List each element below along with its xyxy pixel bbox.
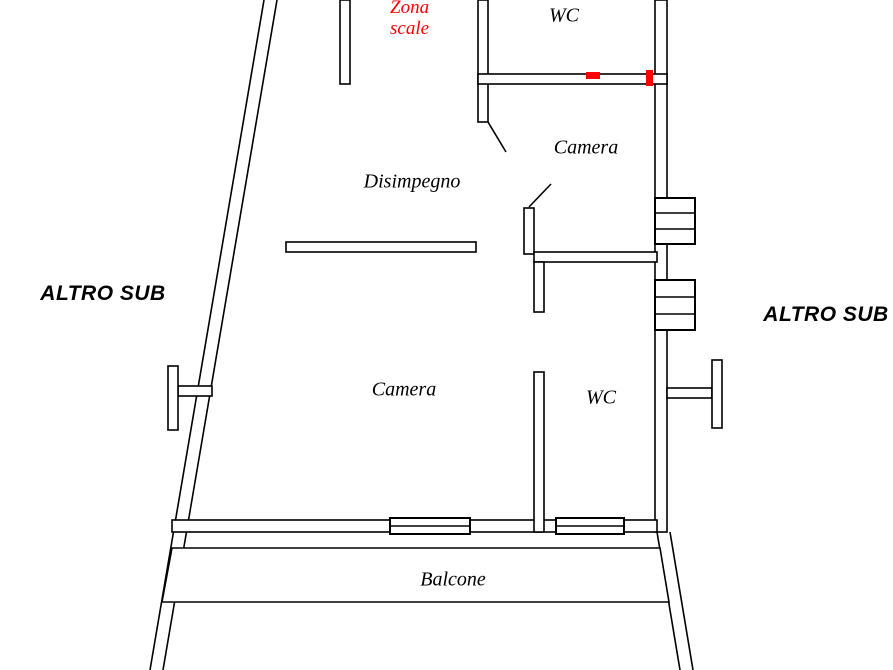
red-opening-mark-left (586, 72, 600, 79)
wc-bottom-left-wall-upper (533, 261, 545, 313)
wc-bottom-top-wall (533, 251, 658, 263)
room-label-wc-bottom: WC (586, 386, 616, 409)
annotation-altro-sub-right: ALTRO SUB (763, 303, 889, 326)
right-window-box-lower (654, 279, 696, 331)
right-window-box-upper (654, 197, 696, 245)
room-label-camera-bottom: Camera (371, 378, 437, 401)
door-leaf-camera-top (528, 183, 552, 208)
wall-stub-right (666, 359, 723, 429)
red-opening-mark-right (646, 70, 653, 86)
wc-bottom-left-wall-lower (533, 371, 545, 533)
zona-scale-line1: Zona (390, 0, 430, 18)
bottom-window-right (555, 517, 625, 535)
room-label-zona-scale: Zona scale (390, 0, 429, 39)
disimpegno-camera-wall (285, 241, 477, 253)
stairwell-wall (339, 0, 351, 85)
annotation-altro-sub-left: ALTRO SUB (40, 282, 166, 305)
room-label-balcone: Balcone (420, 568, 486, 591)
wall-stub-left (167, 365, 213, 431)
bottom-window-left (389, 517, 471, 535)
balcony-slab (161, 547, 670, 603)
door-leaf-wc-top (487, 121, 507, 153)
camera-top-door-wall (523, 207, 535, 255)
wc-top-left-wall (477, 0, 489, 123)
room-label-wc-top: WC (549, 4, 579, 27)
wc-top-bottom-wall (477, 73, 668, 85)
right-exterior-wall (654, 0, 668, 533)
zona-scale-line2: scale (390, 18, 430, 39)
room-label-camera-top: Camera (553, 136, 619, 159)
room-label-disimpegno: Disimpegno (363, 170, 461, 193)
